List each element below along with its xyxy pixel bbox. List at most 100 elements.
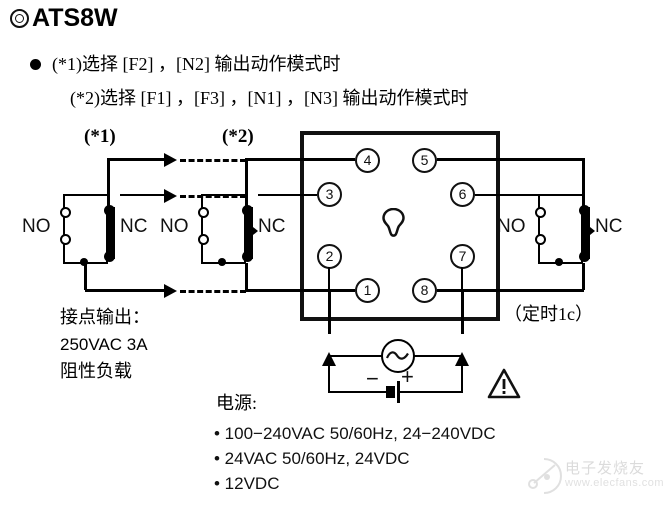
- wire-dc-left: [328, 391, 386, 393]
- right-nc-label: NC: [595, 216, 623, 237]
- wire-star1-top-drop: [107, 158, 110, 208]
- wire-to-pin3: [258, 194, 317, 196]
- star1-contact-blade: [106, 207, 115, 259]
- wire-star1-no-drop: [63, 194, 65, 217]
- wire-power-right-rail: [461, 289, 464, 334]
- wire-star1-common-drop: [84, 263, 87, 290]
- battery-positive-plate: [397, 381, 400, 403]
- arrow-star1-mid: [164, 189, 177, 203]
- star2-common-node: [218, 258, 226, 266]
- wire-star1-bottom: [85, 289, 166, 292]
- dashed-link-bottom: [180, 290, 246, 293]
- arrow-power-right: [455, 352, 469, 366]
- battery-minus-label: −: [366, 366, 379, 391]
- page-title: ATS8W: [10, 6, 118, 31]
- star2-contact-symbol: [218, 203, 264, 265]
- star1-no-terminal-upper: [60, 207, 71, 218]
- arrow-star1-top: [164, 153, 177, 167]
- warning-triangle-icon: [487, 368, 521, 399]
- wire-dc-left-rail: [328, 366, 330, 392]
- dashed-link-top: [180, 159, 246, 162]
- wire-right-no-top: [538, 194, 583, 196]
- right-no-terminal-lower: [535, 234, 546, 245]
- star2-nc-label: NC: [258, 216, 286, 237]
- right-common-node: [555, 258, 563, 266]
- pin-1[interactable]: 1: [355, 278, 380, 303]
- star2-no-terminal-upper: [198, 207, 209, 218]
- right-no-label: NO: [497, 216, 526, 237]
- battery-plus-label: +: [401, 364, 414, 389]
- wire-from-pin5: [437, 158, 584, 161]
- power-title: 电源:: [216, 393, 258, 413]
- watermark-text: 电子发烧友: [565, 461, 646, 477]
- star2-label: (*2): [222, 126, 254, 147]
- wire-from-pin6: [475, 194, 538, 196]
- wire-star1-mid: [120, 194, 166, 196]
- arrow-power-left: [322, 352, 336, 366]
- model-name: ATS8W: [32, 4, 118, 32]
- battery-negative-plate: [386, 386, 395, 398]
- ac-tilde-icon: [385, 351, 409, 360]
- bullet-dot-icon: [30, 59, 41, 70]
- watermark-logo-icon: [528, 458, 563, 494]
- timing-mode-label: （定时1c）: [504, 304, 593, 324]
- wire-power-left-rail: [328, 289, 331, 334]
- wire-from-pin8: [437, 289, 584, 292]
- note-line-2: (*2)选择 [F1] ，[F3] ，[N1] ，[N3] 输出动作模式时: [70, 88, 469, 108]
- right-contact-symbol: [555, 203, 601, 265]
- power-spec-item-2: • 24VAC 50/60Hz, 24VDC: [214, 449, 410, 468]
- wire-star2-top-drop: [245, 158, 248, 208]
- star1-contact-dot-bottom: [104, 251, 115, 262]
- wire-right-top-drop: [582, 158, 585, 208]
- pin-2[interactable]: 2: [317, 244, 342, 269]
- wire-ac-right: [412, 355, 463, 357]
- relay-socket-body: [300, 131, 500, 321]
- pin-8[interactable]: 8: [412, 278, 437, 303]
- double-circle-icon: [10, 9, 29, 28]
- right-contact-dot-top: [579, 205, 590, 216]
- right-contact-notch: [585, 223, 595, 239]
- power-spec-item-1: • 100−240VAC 50/60Hz, 24−240VDC: [214, 424, 496, 443]
- wire-dc-right-rail: [461, 366, 463, 392]
- wire-star1-top: [108, 158, 166, 161]
- pin-5[interactable]: 5: [412, 148, 437, 173]
- power-spec-item-3: • 12VDC: [214, 474, 280, 493]
- star2-contact-notch: [248, 223, 258, 239]
- star1-no-terminal-lower: [60, 234, 71, 245]
- wire-pin7-stub: [461, 267, 463, 289]
- wire-to-pin1: [246, 289, 355, 292]
- dashed-link-mid: [180, 195, 246, 198]
- contact-output-block: 接点输出： 250VAC 3A 阻性负载: [60, 304, 150, 385]
- watermark-url: www.elecfans.com: [565, 477, 665, 489]
- right-no-terminal-upper: [535, 207, 546, 218]
- wire-dc-right: [398, 391, 463, 393]
- star2-no-label: NO: [160, 216, 189, 237]
- star1-contact-symbol: [80, 203, 126, 265]
- arrow-star1-bottom: [164, 284, 177, 298]
- star2-contact-dot-bottom: [242, 251, 253, 262]
- contact-output-line-1: 接点输出：: [60, 307, 150, 327]
- contact-output-line-2: 250VAC 3A: [60, 335, 148, 354]
- wire-to-pin4: [246, 158, 355, 161]
- pin-4[interactable]: 4: [355, 148, 380, 173]
- site-watermark: 电子发烧友 www.elecfans.com: [525, 455, 665, 501]
- wire-star2-no-top: [201, 194, 246, 196]
- wire-ac-left: [328, 355, 384, 357]
- pin-6[interactable]: 6: [450, 182, 475, 207]
- right-contact-dot-bottom: [579, 251, 590, 262]
- star1-nc-label: NC: [120, 216, 148, 237]
- wire-star2-common-drop: [245, 263, 248, 290]
- star1-common-node: [80, 258, 88, 266]
- power-spec-list: • 100−240VAC 50/60Hz, 24−240VDC • 24VAC …: [214, 421, 496, 496]
- pin-3[interactable]: 3: [317, 182, 342, 207]
- contact-output-line-3: 阻性负载: [60, 361, 132, 381]
- wire-right-common-drop: [582, 263, 585, 290]
- star2-no-terminal-lower: [198, 234, 209, 245]
- star1-contact-dot-top: [104, 205, 115, 216]
- wire-pin2-stub: [328, 267, 330, 289]
- star1-no-label: NO: [22, 216, 51, 237]
- pin-7[interactable]: 7: [450, 244, 475, 269]
- star1-label: (*1): [84, 126, 116, 147]
- wire-star2-no-drop: [201, 194, 203, 217]
